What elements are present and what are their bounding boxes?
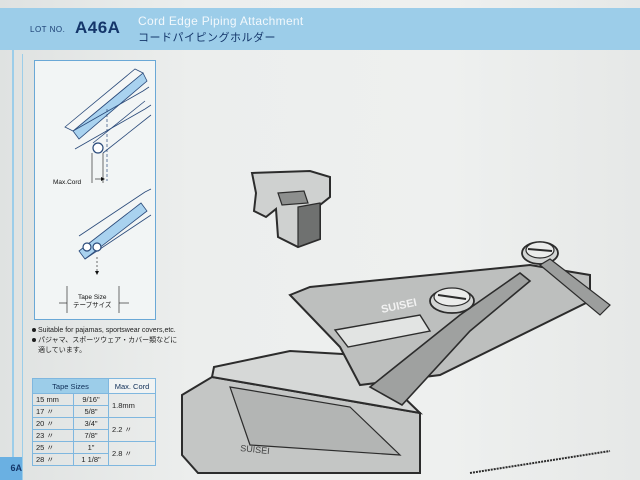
tape-sizes-header: Tape Sizes xyxy=(32,378,109,394)
size-mm: 25 〃 xyxy=(32,441,74,454)
size-mm: 17 〃 xyxy=(32,405,74,418)
size-table: Tape Sizes Max. Cord 15 mm 9/16" 1.8mm 1… xyxy=(32,378,156,466)
table-row: 15 mm 9/16" 1.8mm xyxy=(32,393,156,418)
attachment-photo: SUISEI SUISEI xyxy=(181,169,611,474)
bullet-icon xyxy=(32,328,36,332)
size-mm: 28 〃 xyxy=(32,453,74,466)
diagram-drawing xyxy=(59,68,152,313)
size-inch: 1 1/8" xyxy=(73,453,109,466)
frame-line xyxy=(12,50,14,470)
table-row: 20 〃 3/4" 2.2 〃 xyxy=(32,417,156,442)
note-ja-text: パジャマ、スポーツウェア・カバー類などに適しています。 xyxy=(38,337,178,354)
cord-size: 2.2 〃 xyxy=(108,417,156,442)
page-tab: 6A xyxy=(0,457,22,480)
cross-section-diagram: Max.Cord Tape Size テープサイズ xyxy=(34,60,156,320)
usage-notes: Suitable for pajamas, sportswear covers,… xyxy=(32,326,182,356)
lot-number: A46A xyxy=(75,18,121,37)
note-en-text: Suitable for pajamas, sportswear covers,… xyxy=(38,327,176,334)
size-inch: 7/8" xyxy=(73,429,109,442)
size-inch: 1" xyxy=(73,441,109,454)
header-bar xyxy=(0,8,640,50)
attachment-body: SUISEI SUISEI xyxy=(181,241,611,474)
bullet-icon xyxy=(32,338,36,342)
size-inch: 9/16" xyxy=(73,393,109,406)
tape-size-ja: テープサイズ xyxy=(73,302,112,309)
tape-size-label: Tape Size テープサイズ xyxy=(73,294,111,310)
lot-label: LOT NO. xyxy=(30,25,66,34)
title-japanese: コードパイピングホルダー xyxy=(138,32,276,44)
size-mm: 23 〃 xyxy=(32,429,74,442)
brand-mark-2: SUISEI xyxy=(240,443,270,456)
max-cord-label: Max.Cord xyxy=(53,179,82,186)
frame-divider xyxy=(22,54,23,480)
max-cord-header: Max. Cord xyxy=(108,378,156,394)
size-mm: 15 mm xyxy=(32,393,74,406)
cord-size: 1.8mm xyxy=(108,393,156,418)
note-en: Suitable for pajamas, sportswear covers,… xyxy=(32,326,182,336)
size-inch: 3/4" xyxy=(73,417,109,430)
size-inch: 5/8" xyxy=(73,405,109,418)
clip-part xyxy=(250,169,331,249)
table-row: 25 〃 1" 2.8 〃 xyxy=(32,441,156,466)
cord-size: 2.8 〃 xyxy=(108,441,156,466)
note-ja: パジャマ、スポーツウェア・カバー類などに適しています。 xyxy=(32,336,182,356)
title-english: Cord Edge Piping Attachment xyxy=(138,14,304,28)
size-mm: 20 〃 xyxy=(32,417,74,430)
table-row: 28 〃 1 1/8" xyxy=(32,453,156,466)
tape-size-en: Tape Size xyxy=(77,294,107,301)
